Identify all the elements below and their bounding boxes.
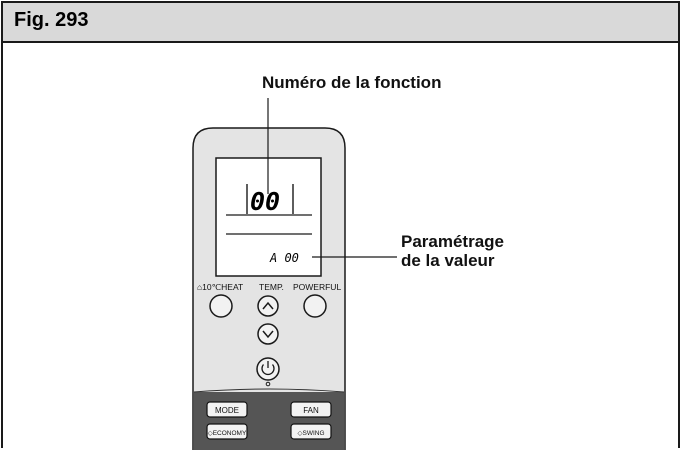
fan-button-label: FAN xyxy=(303,406,319,415)
temp-down-button[interactable] xyxy=(257,323,279,345)
mode-button-label: MODE xyxy=(215,406,239,415)
swing-button-label: ◇SWING xyxy=(297,430,324,437)
figure-header: Fig. 293 xyxy=(3,3,678,43)
chevron-down-icon xyxy=(262,330,274,339)
economy-button-label: ◇ECONOMY xyxy=(208,430,247,437)
heat-button[interactable] xyxy=(209,294,233,318)
power-icon xyxy=(261,361,275,376)
value-setting-label-line2: de la valeur xyxy=(401,251,495,270)
powerful-button-label: POWERFUL xyxy=(293,282,341,292)
temp-up-button[interactable] xyxy=(257,295,279,317)
lcd-function-digits: 00 xyxy=(250,187,280,216)
chevron-up-icon xyxy=(262,301,274,310)
remote-lower-panel xyxy=(194,392,344,450)
figure-title: Fig. 293 xyxy=(14,9,89,31)
function-number-label: Numéro de la fonction xyxy=(262,73,442,92)
lcd-value-readout: A 00 xyxy=(269,251,299,265)
swing-button[interactable]: ◇SWING xyxy=(290,423,332,440)
mode-button[interactable]: MODE xyxy=(206,401,248,418)
powerful-button[interactable] xyxy=(303,294,327,318)
economy-button[interactable]: ◇ECONOMY xyxy=(206,423,248,440)
fan-button[interactable]: FAN xyxy=(290,401,332,418)
temp-button-label: TEMP. xyxy=(259,282,284,292)
heat-button-label: ⌂10℃HEAT xyxy=(197,282,243,292)
value-setting-label-line1: Paramétrage xyxy=(401,232,505,251)
power-button[interactable] xyxy=(256,357,280,387)
value-setting-label: Paramétrage de la valeur xyxy=(401,232,504,270)
